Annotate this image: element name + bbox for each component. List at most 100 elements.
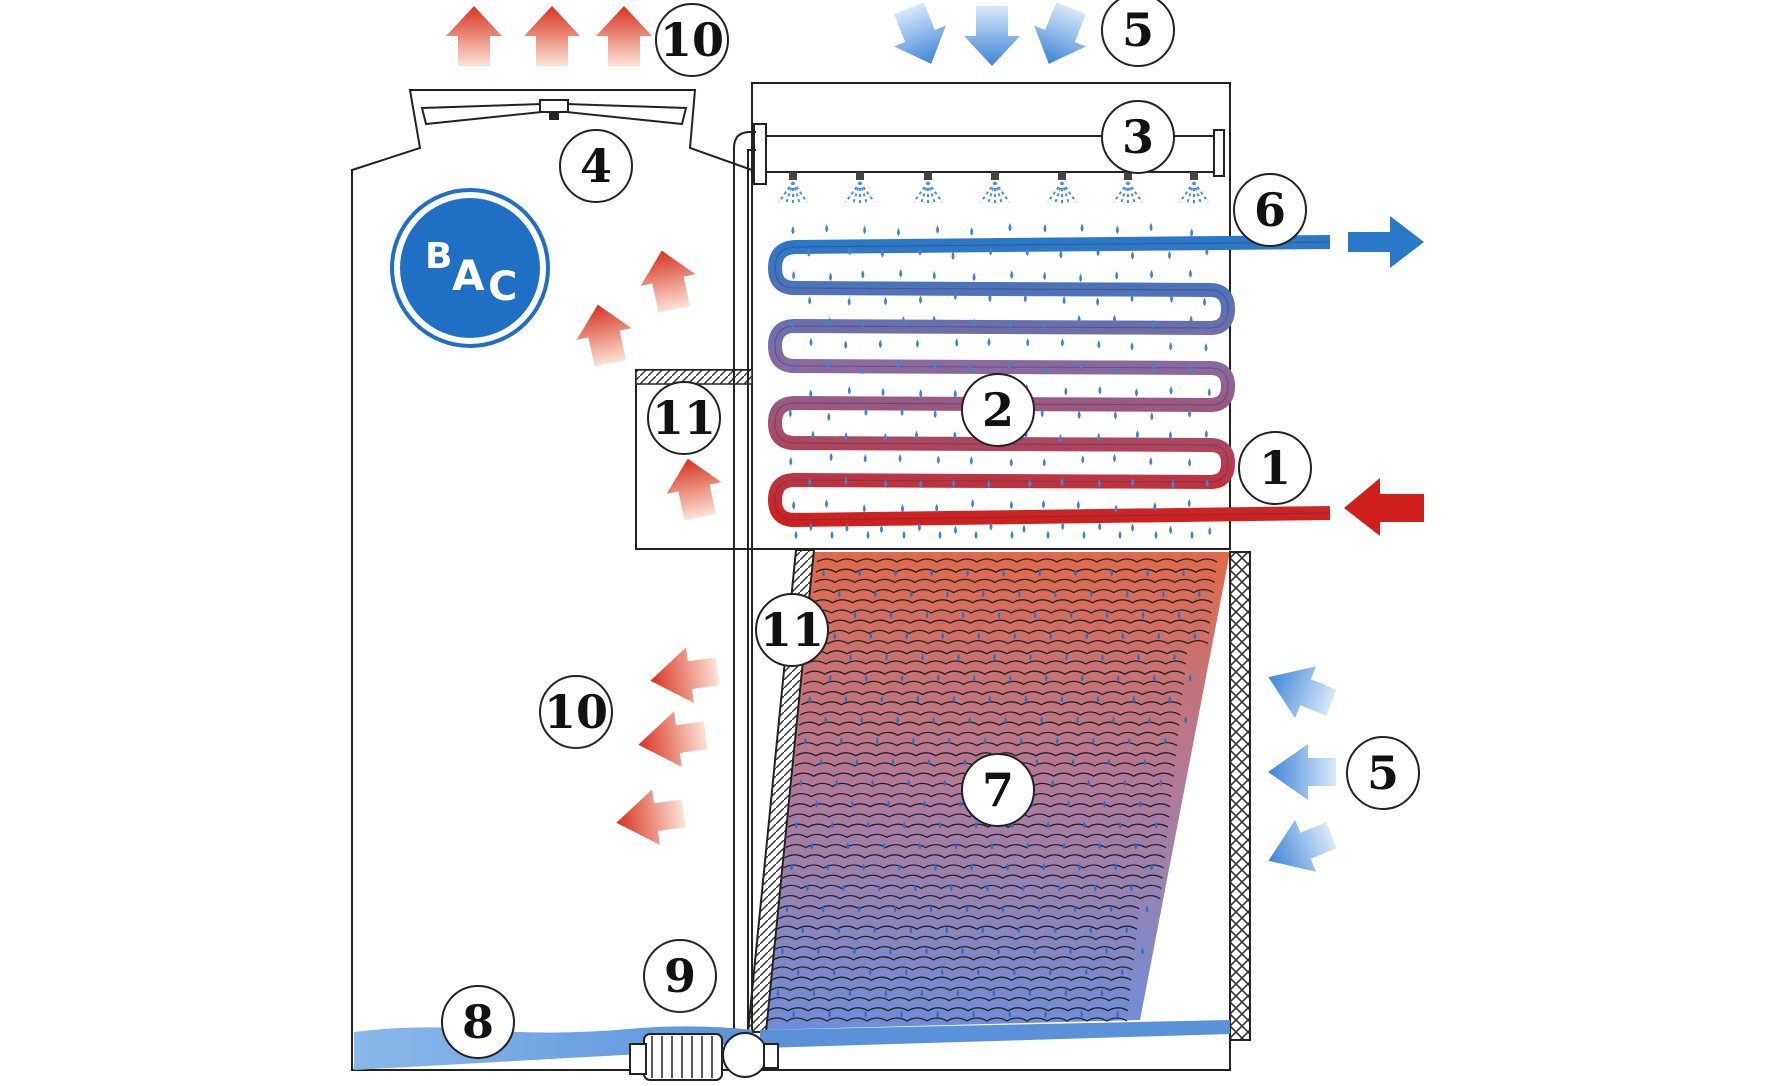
water-droplet xyxy=(792,1010,795,1018)
water-droplet xyxy=(1041,500,1045,509)
callout-8: 8 xyxy=(441,985,515,1059)
water-droplet xyxy=(894,569,897,577)
water-droplet xyxy=(898,863,901,871)
water-droplet xyxy=(904,968,908,976)
water-droplet xyxy=(1046,821,1050,829)
water-droplet xyxy=(878,884,881,892)
water-droplet xyxy=(826,863,829,871)
water-droplet xyxy=(938,821,942,829)
water-droplet xyxy=(1159,779,1163,787)
water-droplet xyxy=(844,695,848,703)
recirculation-riser-pipe xyxy=(733,131,756,1035)
water-droplet xyxy=(815,800,818,808)
fill-wave xyxy=(795,752,1177,757)
water-droplet xyxy=(941,632,945,640)
water-droplet xyxy=(1149,456,1153,466)
fill-wave xyxy=(815,568,1217,573)
water-droplet xyxy=(953,431,957,440)
water-droplet xyxy=(893,905,897,913)
fill-wave xyxy=(767,1007,1129,1012)
water-droplet xyxy=(837,926,841,934)
water-droplet xyxy=(853,611,857,619)
water-droplet xyxy=(972,1010,975,1018)
water-droplet xyxy=(1098,842,1102,850)
water-droplet xyxy=(1013,632,1017,640)
water-droplet xyxy=(1105,947,1108,955)
water-droplet xyxy=(1110,569,1113,577)
water-droplet xyxy=(866,821,870,829)
water-droplet xyxy=(1025,247,1029,256)
water-droplet xyxy=(871,779,875,787)
water-droplet xyxy=(1079,273,1083,283)
water-droplet xyxy=(1130,251,1134,260)
water-droplet xyxy=(1114,504,1118,513)
water-droplet xyxy=(1009,500,1013,510)
water-droplet xyxy=(1198,590,1201,598)
cool-air-inlet-arrows-side xyxy=(1257,651,1343,887)
callout-10-top-label: 10 xyxy=(660,13,724,67)
callout-5-side-label: 5 xyxy=(1367,746,1399,800)
water-droplet xyxy=(844,432,848,441)
water-droplet xyxy=(884,479,888,488)
water-droplet xyxy=(923,800,926,808)
water-droplet xyxy=(1190,228,1194,237)
water-droplet xyxy=(830,530,834,539)
water-droplet xyxy=(1171,480,1175,489)
fill-wave xyxy=(814,578,1216,584)
process-fluid-inlet-arrow xyxy=(1344,478,1424,536)
water-droplet xyxy=(776,989,780,997)
water-droplet xyxy=(1012,968,1016,976)
fill-wave xyxy=(798,721,1180,726)
water-droplet xyxy=(1118,821,1122,829)
water-droplet xyxy=(1026,842,1030,850)
water-droplet xyxy=(860,716,863,724)
water-droplet xyxy=(1113,411,1117,420)
water-droplet xyxy=(1189,315,1193,324)
fill-wave xyxy=(808,629,1210,635)
callout-6-label: 6 xyxy=(1254,183,1286,237)
water-droplet xyxy=(864,1010,867,1018)
water-droplet xyxy=(842,884,845,892)
water-droplet xyxy=(1081,455,1085,464)
water-droplet xyxy=(972,318,976,328)
water-droplet xyxy=(955,338,959,347)
water-droplet xyxy=(1112,716,1115,724)
tower-casing-right-lower xyxy=(751,549,1231,1071)
water-droplet xyxy=(929,905,933,913)
water-droplet xyxy=(968,364,972,373)
water-droplet xyxy=(1121,632,1125,640)
water-droplet xyxy=(844,476,848,485)
water-droplet xyxy=(809,522,813,531)
water-droplet xyxy=(950,884,953,892)
water-droplet xyxy=(896,361,900,370)
water-droplet xyxy=(844,340,848,349)
water-droplet xyxy=(1204,429,1208,439)
water-droplet xyxy=(925,947,928,955)
water-droplet xyxy=(954,525,958,534)
callout-2: 2 xyxy=(961,373,1035,447)
water-droplet xyxy=(781,947,784,955)
water-droplet xyxy=(1113,365,1117,375)
warm-air-discharge-arrows-top xyxy=(446,6,652,66)
water-droplet xyxy=(936,455,940,464)
water-droplet xyxy=(1097,432,1101,442)
water-droplet xyxy=(1002,569,1005,577)
water-droplet xyxy=(899,269,903,278)
water-droplet xyxy=(933,409,937,419)
water-droplet xyxy=(1154,821,1158,829)
water-droplet xyxy=(972,674,976,682)
callout-7: 7 xyxy=(961,753,1035,827)
water-droplet xyxy=(935,503,939,513)
water-droplet xyxy=(1008,1010,1011,1018)
water-droplet xyxy=(1130,293,1134,303)
water-droplet xyxy=(1029,653,1032,661)
water-droplet xyxy=(938,530,942,539)
water-droplet xyxy=(1040,408,1044,418)
water-droplet xyxy=(1112,314,1116,324)
water-droplet xyxy=(902,530,906,539)
spray-pump xyxy=(629,1032,779,1081)
water-droplet xyxy=(808,695,812,703)
spray-water-droplets xyxy=(788,222,1212,539)
water-droplet xyxy=(981,926,985,934)
